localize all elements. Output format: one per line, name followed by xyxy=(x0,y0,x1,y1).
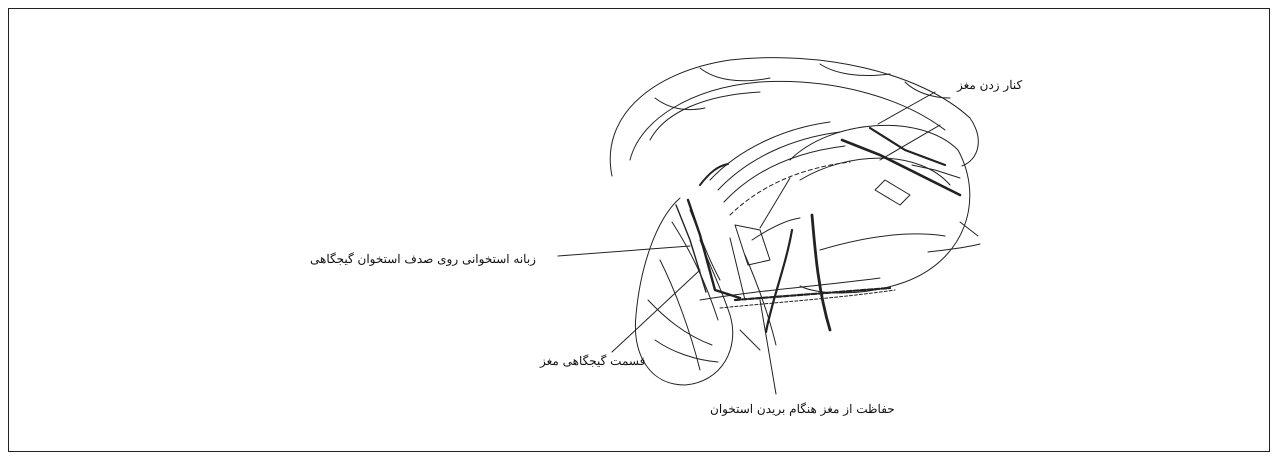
leader-brain-retraction xyxy=(878,92,940,160)
leader-bony-process xyxy=(558,246,690,256)
leader-temporal-lobe xyxy=(612,270,700,352)
leader-brain-protection xyxy=(760,300,776,394)
retractor-lower xyxy=(812,215,830,330)
label-brain-protection: حفاظت از مغز هنگام بریدن استخوان xyxy=(710,402,895,416)
label-bony-process: زبانه استخوانی روی صدف استخوان گیجگاهی xyxy=(310,252,536,266)
label-temporal-lobe: قسمت گیجگاهی مغز xyxy=(540,354,645,368)
brain-dome xyxy=(610,58,978,176)
label-brain-retraction: کنار زدن مغز xyxy=(957,78,1022,92)
